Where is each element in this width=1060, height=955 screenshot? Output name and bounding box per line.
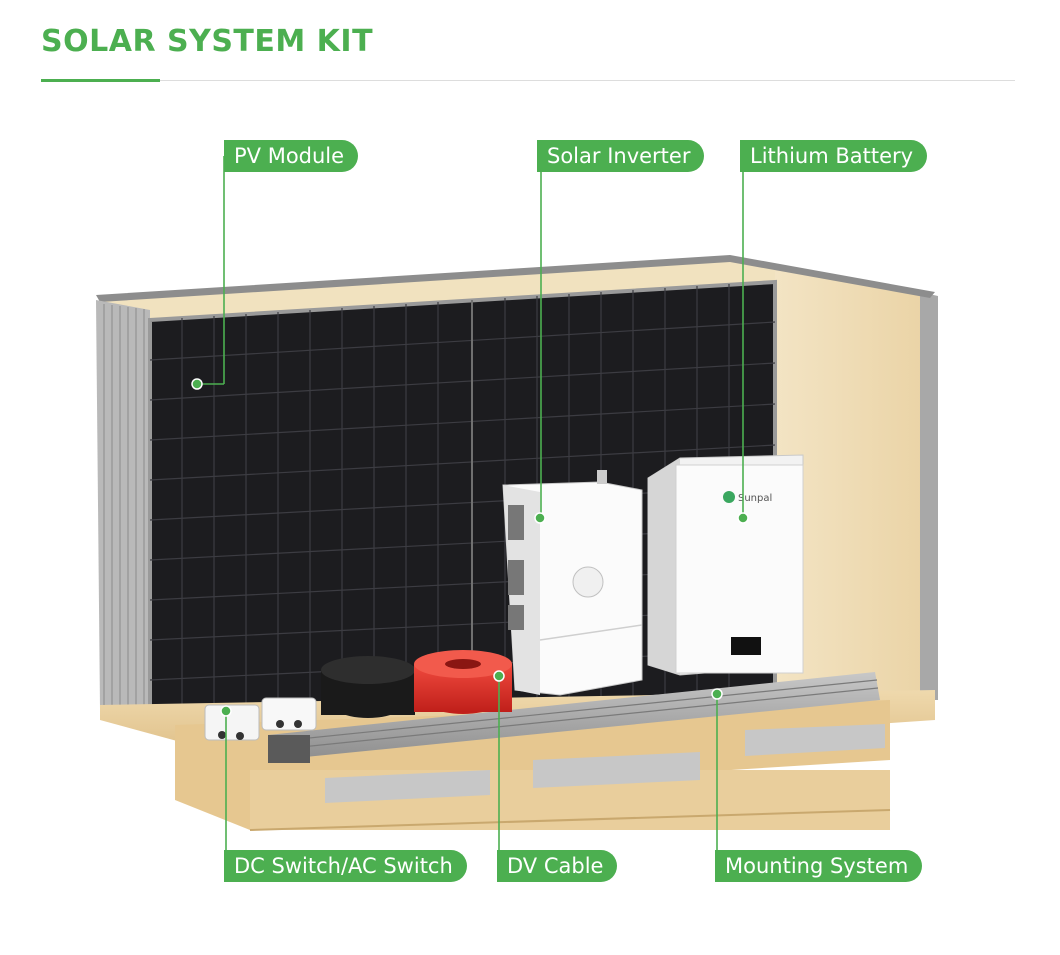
cable-marker xyxy=(493,670,505,682)
battery-brand-text: Sunpal xyxy=(738,493,772,504)
ac-switch-box xyxy=(261,697,317,731)
title-accent-bar xyxy=(41,79,160,82)
label-dv-cable: DV Cable xyxy=(497,850,618,882)
title-divider xyxy=(41,80,1015,81)
label-pv-module: PV Module xyxy=(224,140,359,172)
label-mounting-system: Mounting System xyxy=(715,850,923,882)
battery-display xyxy=(731,637,761,655)
dc-switch-box xyxy=(204,704,260,741)
crate-right-frame xyxy=(920,292,938,700)
label-solar-inverter: Solar Inverter xyxy=(537,140,705,172)
label-lithium-battery: Lithium Battery xyxy=(740,140,928,172)
callout-leader-lines xyxy=(197,156,744,866)
pallet-slot-right xyxy=(745,724,885,756)
page-title: SOLAR SYSTEM KIT xyxy=(41,24,374,59)
inverter-control-panel xyxy=(572,566,604,598)
inverter-marker xyxy=(534,512,546,524)
mounting-marker xyxy=(711,688,723,700)
mounting-rails xyxy=(268,672,880,760)
crate-right-wall xyxy=(775,268,930,700)
switch-marker xyxy=(220,705,232,717)
pallet-slot-mid xyxy=(533,752,700,788)
battery-marker xyxy=(737,512,749,524)
pallet-slot-left xyxy=(325,770,490,803)
label-dc-ac-switch: DC Switch/AC Switch xyxy=(224,850,467,882)
pv-module-marker xyxy=(191,378,203,390)
